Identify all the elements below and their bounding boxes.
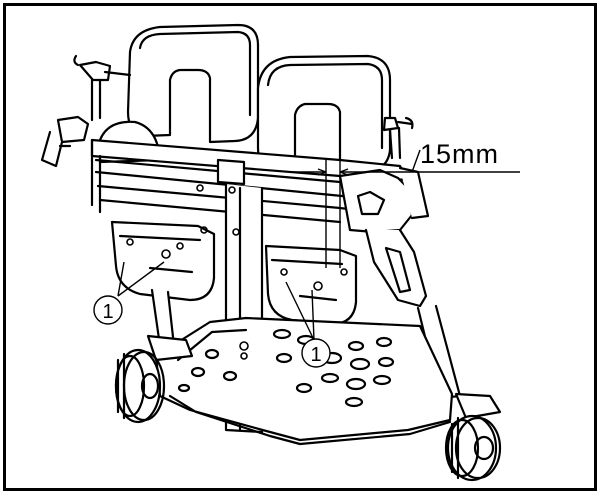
callout-right: [285, 281, 331, 368]
callout-label-left: 1: [102, 301, 113, 323]
dimension-label: 15mm: [420, 139, 499, 169]
dimension-15mm: [290, 149, 520, 268]
left-back-cushion: [126, 23, 260, 144]
footplate: [154, 316, 454, 446]
callout-left: [93, 261, 165, 325]
left-caster-wheel: [114, 334, 194, 424]
callout-label-right: 1: [310, 344, 321, 366]
right-caster-wheel: [444, 392, 502, 482]
right-seat-pad: [264, 244, 358, 326]
figure-border: [3, 3, 597, 491]
left-seat-pad: [110, 220, 216, 302]
